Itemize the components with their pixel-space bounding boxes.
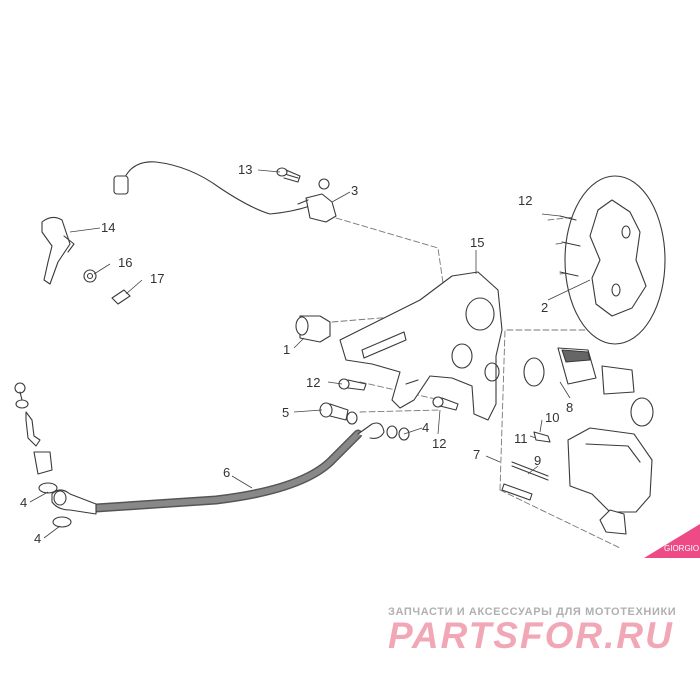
callout-3: 3	[351, 183, 359, 198]
screw-13	[276, 167, 301, 183]
callout-16: 16	[118, 255, 133, 270]
callout-4-left-upper: 4	[20, 495, 28, 510]
callout-10: 10	[545, 410, 560, 425]
leader-lines	[29, 169, 591, 539]
abs-sensor	[113, 161, 337, 223]
callout-5: 5	[282, 405, 290, 420]
callout-15: 15	[470, 235, 485, 250]
brake-caliper	[501, 427, 653, 535]
bushing	[295, 315, 331, 343]
watermark-logo: PARTSFOR.RU	[388, 615, 674, 656]
bleeder-fittings	[14, 382, 72, 528]
callout-8: 8	[566, 400, 574, 415]
callout-17: 17	[150, 271, 165, 286]
caliper-bracket	[339, 271, 503, 421]
brand-badge	[644, 524, 700, 558]
callout-11: 11	[514, 431, 528, 446]
callout-1: 1	[283, 342, 291, 357]
brake-hose	[51, 422, 385, 515]
cable-clip	[41, 216, 131, 305]
banjo-bolt	[319, 402, 410, 441]
brand-badge-text: GIORGIO	[664, 544, 700, 553]
callout-12-bracket: 12	[306, 375, 321, 390]
callout-7: 7	[473, 447, 481, 462]
callout-13: 13	[238, 162, 253, 177]
callout-12-bolt: 12	[432, 436, 447, 451]
callout-12-disc: 12	[518, 193, 533, 208]
callout-6: 6	[223, 465, 231, 480]
callout-14: 14	[101, 220, 116, 235]
brake-pads	[523, 347, 654, 427]
callout-2: 2	[541, 300, 549, 315]
callout-4-left-lower: 4	[34, 531, 42, 546]
callout-4-washers: 4	[422, 420, 430, 435]
brake-disc	[559, 175, 666, 345]
bolts	[338, 378, 459, 411]
callout-9: 9	[534, 453, 542, 468]
watermark-tagline: ЗАПЧАСТИ И АКСЕССУАРЫ ДЛЯ МОТОТЕХНИКИ	[388, 606, 677, 618]
